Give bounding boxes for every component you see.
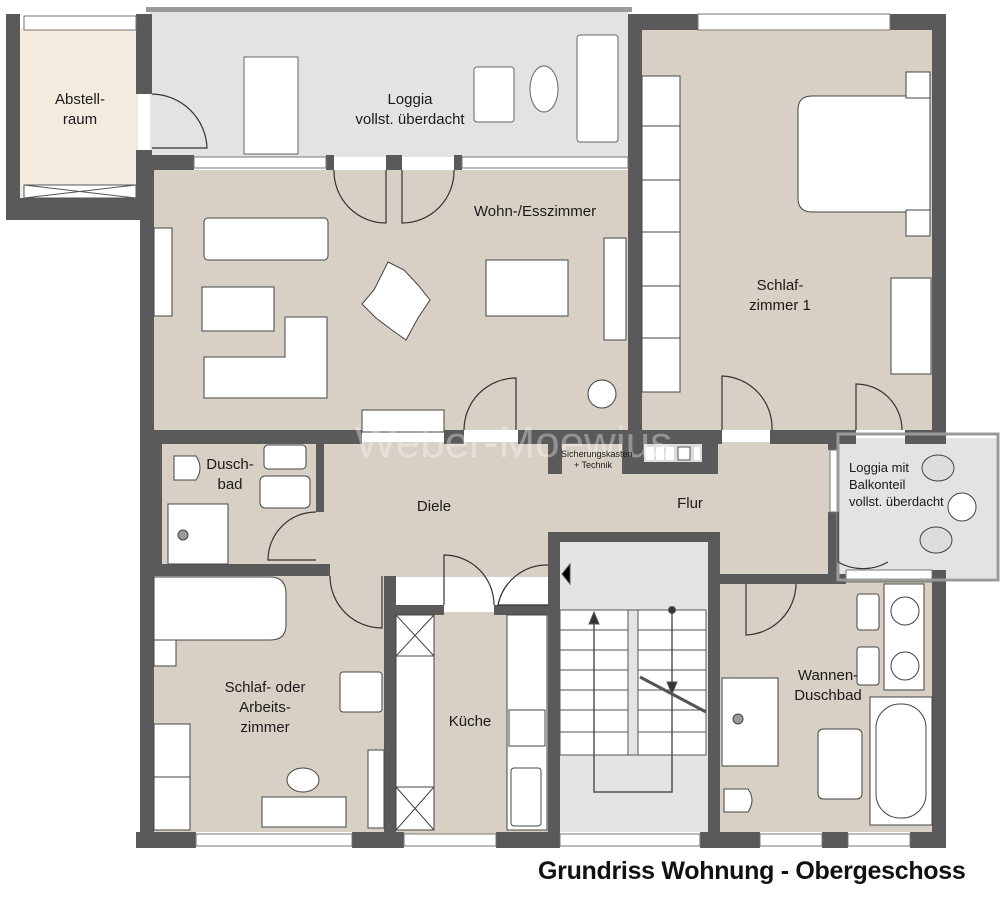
room-label-schlaf-arbeitszimmer: Schlaf- oder Arbeits- zimmer [224, 679, 306, 736]
floor-abstellraum [20, 28, 138, 198]
bath-mat-large [817, 728, 863, 800]
room-label-diele: Diele [416, 498, 452, 515]
nightstand [905, 71, 931, 99]
tv-console [153, 227, 173, 317]
doors [151, 93, 903, 636]
double-bed [797, 95, 931, 213]
room-label-wannen-duschbad: Wannen- Duschbad [794, 667, 862, 704]
dining-table [243, 56, 299, 155]
sofa-3-seat [203, 217, 329, 261]
staircase [559, 562, 707, 793]
entrance-arrow-icon [561, 562, 571, 586]
toilet [173, 455, 201, 481]
loggia-furniture [243, 34, 619, 155]
radiator [367, 749, 385, 829]
radiator-bench [361, 409, 445, 433]
loggia-right-furniture [919, 454, 977, 554]
shower [167, 503, 229, 565]
armchair [473, 66, 515, 123]
armchair-office [339, 671, 383, 713]
microwave [508, 709, 546, 747]
shower-wannenbad [721, 677, 779, 767]
room-label-sicherungskasten: Sicherungskasten + Technik [561, 449, 633, 470]
bedroom-1-furniture [641, 71, 932, 393]
door-abstellraum [151, 93, 208, 149]
washbasin [263, 444, 307, 470]
desk-office [261, 796, 347, 828]
room-label-duschbad: Dusch- bad [206, 456, 254, 493]
room-label-wohn-esszimmer: Wohn-/Esszimmer [473, 203, 597, 220]
storage-shelf [23, 184, 137, 199]
duschbad-fixtures [167, 444, 311, 565]
desk [890, 277, 932, 375]
office-furniture [153, 576, 385, 831]
balcony-rail [836, 432, 1000, 582]
room-label-loggia-right: Loggia mit Balkonteil vollst. überdacht [849, 460, 944, 509]
corner-sofa [203, 316, 328, 399]
dining-table-living [485, 259, 569, 317]
room-label-flur: Flur [677, 495, 703, 512]
sink [510, 767, 542, 827]
toilet-wannenbad [723, 788, 753, 813]
floor-schlafzimmer-1 [640, 28, 932, 430]
windows [23, 13, 933, 847]
floor-lamp [587, 379, 617, 409]
room-label-loggia-top: Loggia vollst. überdacht [355, 91, 465, 128]
side-table [529, 65, 559, 113]
cowhide-rug [361, 261, 431, 341]
technik-panel [562, 444, 702, 474]
living-furniture [153, 217, 627, 433]
walls [6, 7, 946, 848]
kitchen-units [395, 614, 548, 831]
single-bed [153, 576, 287, 641]
room-label-schlafzimmer-1: Schlaf- zimmer 1 [749, 277, 811, 314]
outdoor-sofa [576, 34, 619, 143]
coffee-table [201, 286, 275, 332]
wannenbad-fixtures [721, 583, 933, 826]
sideboard [603, 237, 627, 341]
room-label-kueche: Küche [448, 713, 492, 730]
office-chair [286, 767, 320, 793]
room-label-abstellraum: Abstell- raum [54, 91, 106, 128]
bath-mat [259, 475, 311, 509]
wardrobe [641, 75, 681, 393]
tall-cabinets [395, 614, 435, 831]
plan-title: Grundriss Wohnung - Obergeschoss [538, 857, 966, 885]
